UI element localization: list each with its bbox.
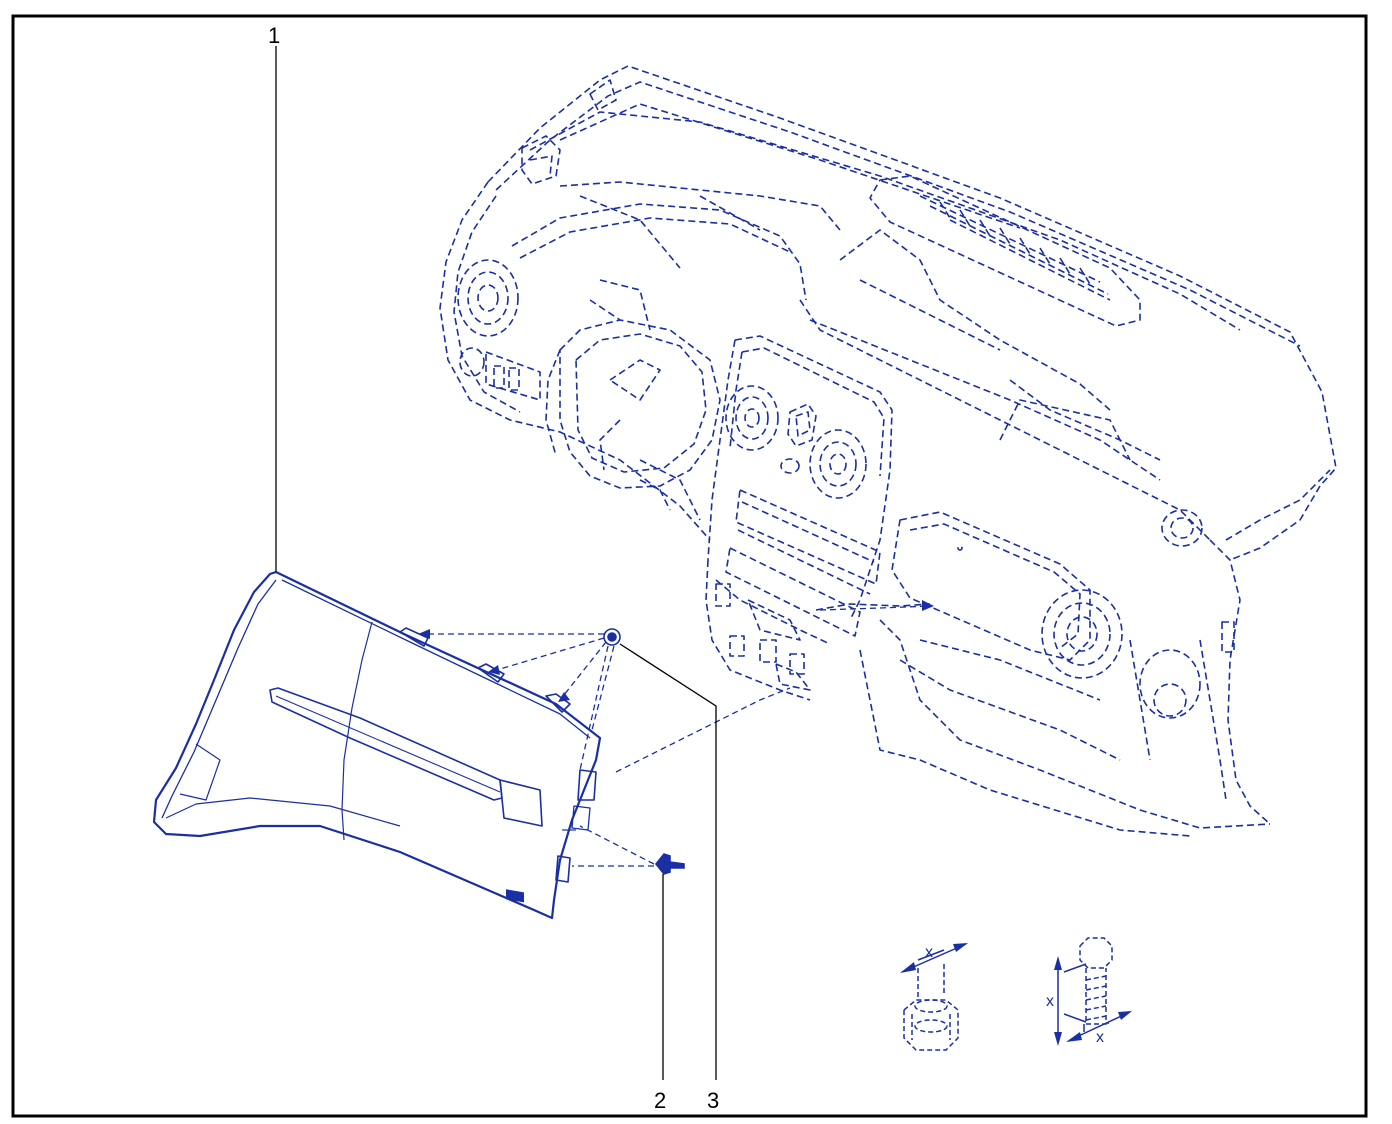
- callout-3: 3: [707, 1088, 719, 1113]
- fastener-nut-3: [603, 628, 621, 646]
- lower-trim-panel: [152, 570, 602, 920]
- bolt-dimension-label-vertical: x: [1046, 993, 1054, 1010]
- dashboard-assembly: [439, 65, 1337, 837]
- diagram-border: [11, 14, 1368, 1118]
- callout-1: 1: [268, 23, 280, 48]
- assembly-leader-lines: [420, 605, 931, 867]
- assembly-arrows: [418, 600, 934, 702]
- bolt-dimension-label-horizontal: x: [1096, 1029, 1104, 1046]
- callout-leaders: [275, 46, 717, 1080]
- fastener-screw-2: [654, 853, 685, 875]
- nut-dimension-label: x: [925, 944, 933, 961]
- nut-dimension-arrows: [900, 943, 968, 973]
- callout-2: 2: [654, 1088, 666, 1113]
- leader-3: [619, 643, 717, 1080]
- bolt-dimension-arrows: [1054, 956, 1132, 1046]
